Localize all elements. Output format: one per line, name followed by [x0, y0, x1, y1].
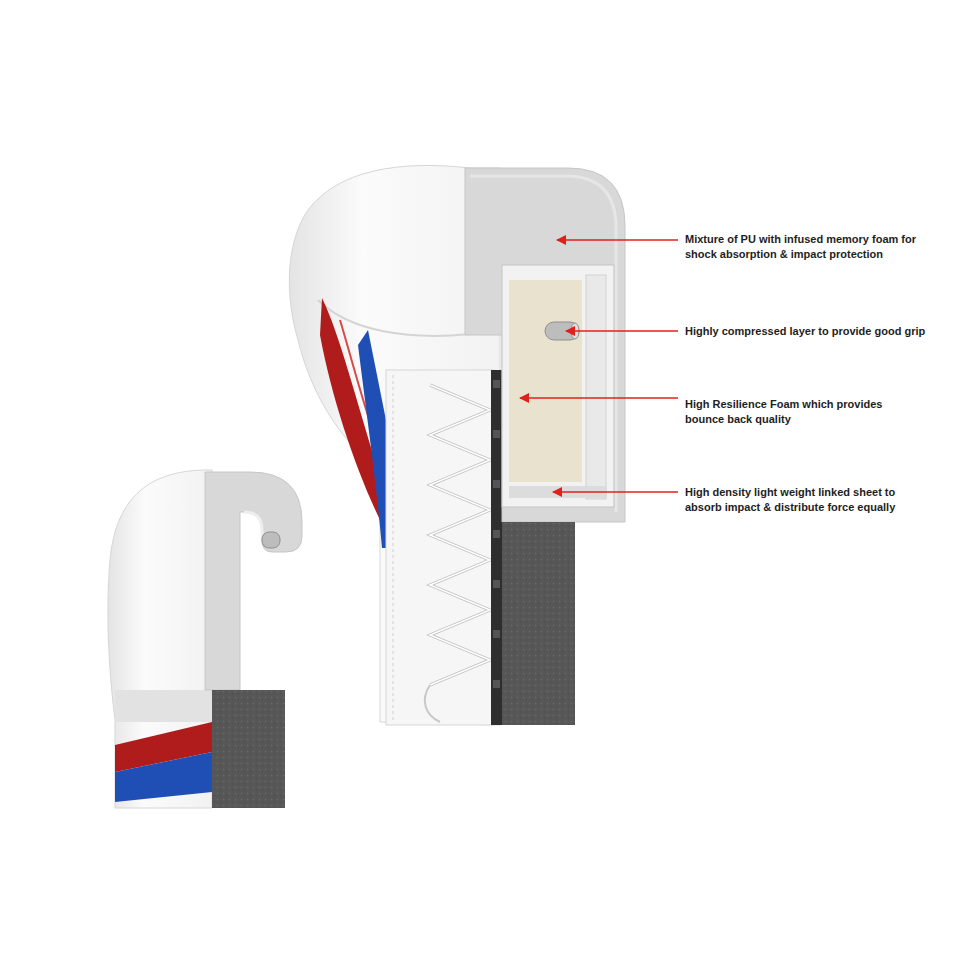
callout-label: High density light weight linked sheet t…	[683, 485, 923, 515]
callout-label: Mixture of PU with infused memory foam f…	[683, 232, 923, 262]
callout-label: High Resilience Foam which provides boun…	[683, 397, 923, 427]
callout-label: Highly compressed layer to provide good …	[683, 324, 947, 339]
